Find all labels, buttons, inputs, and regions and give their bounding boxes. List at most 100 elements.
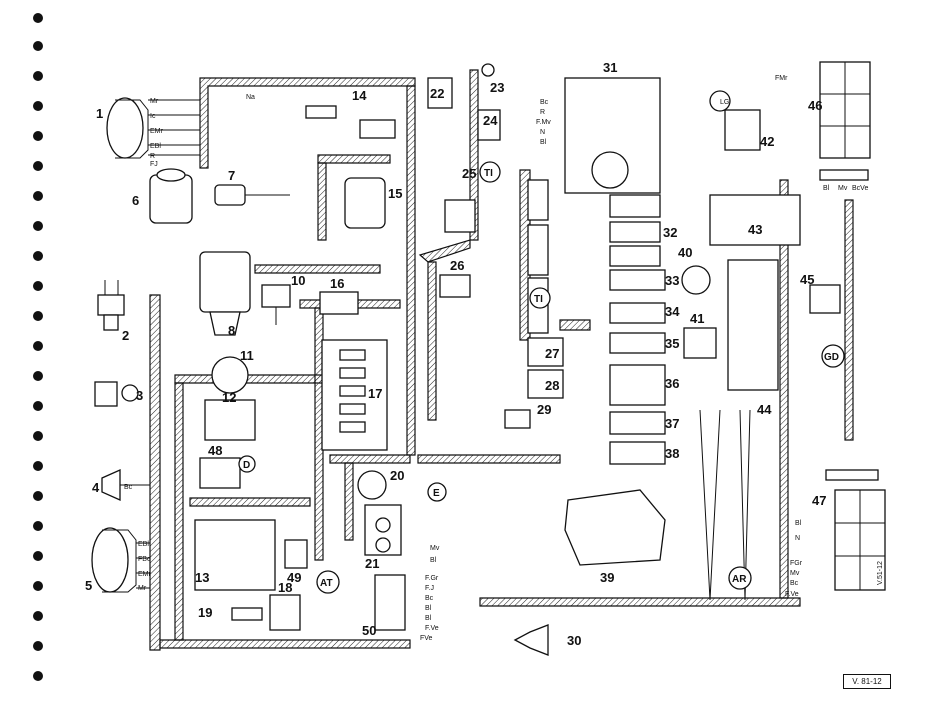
component-21: 21 <box>364 504 402 571</box>
component-7-sender: 7 <box>214 168 290 206</box>
svg-text:18: 18 <box>278 580 292 595</box>
component-16-relay: 16 <box>319 276 359 315</box>
svg-text:R: R <box>150 153 155 160</box>
svg-text:Na: Na <box>246 94 255 101</box>
component-45: 45 <box>800 272 841 314</box>
svg-text:33: 33 <box>665 273 679 288</box>
svg-text:8: 8 <box>228 323 235 338</box>
zone-labels: AT AR GD TI TI E D <box>238 161 845 594</box>
svg-text:Mv: Mv <box>838 185 848 192</box>
connector-six-pin <box>819 169 879 481</box>
reference-code: V. 81-12 <box>843 674 891 689</box>
svg-text:21: 21 <box>365 556 379 571</box>
svg-text:F.J: F.J <box>425 585 434 592</box>
svg-text:FMr: FMr <box>775 75 788 82</box>
component-30-lamp: 30 <box>513 624 581 656</box>
svg-text:R: R <box>540 109 545 116</box>
svg-text:Ic: Ic <box>150 113 156 120</box>
component-5-headlamp: 5 <box>85 527 150 593</box>
component-50: 50 <box>362 574 406 638</box>
svg-text:Bl: Bl <box>540 139 547 146</box>
svg-text:F.Mv: F.Mv <box>536 119 551 126</box>
svg-text:EBl: EBl <box>150 143 161 150</box>
svg-text:Mv: Mv <box>430 545 440 552</box>
svg-text:TI: TI <box>534 294 543 305</box>
svg-text:25: 25 <box>462 166 476 181</box>
rear-harness-taper <box>699 409 751 601</box>
svg-text:34: 34 <box>665 304 680 319</box>
svg-text:4: 4 <box>92 480 100 495</box>
svg-text:Bc: Bc <box>124 484 133 491</box>
svg-text:10: 10 <box>291 273 305 288</box>
svg-text:5: 5 <box>85 578 92 593</box>
svg-text:42: 42 <box>760 134 774 149</box>
svg-text:7: 7 <box>228 168 235 183</box>
svg-text:2: 2 <box>122 328 129 343</box>
svg-text:29: 29 <box>537 402 551 417</box>
svg-text:46: 46 <box>808 98 822 113</box>
harness-main <box>149 69 854 651</box>
svg-text:Bc: Bc <box>425 595 434 602</box>
svg-text:12: 12 <box>222 390 236 405</box>
svg-text:48: 48 <box>208 443 222 458</box>
svg-text:49: 49 <box>287 570 301 585</box>
svg-text:Bl: Bl <box>430 557 437 564</box>
svg-text:11: 11 <box>240 348 254 363</box>
svg-text:45: 45 <box>800 272 814 287</box>
component-18: 18 <box>269 580 301 631</box>
component-39: 39 <box>564 489 666 585</box>
component-12: 12 <box>204 390 256 441</box>
svg-text:27: 27 <box>545 346 559 361</box>
component-29: 29 <box>504 402 551 429</box>
svg-text:BcVe: BcVe <box>852 185 868 192</box>
svg-text:FVe: FVe <box>420 635 433 642</box>
component-31-instrument-panel: 31 <box>564 60 661 194</box>
svg-text:F.Gr: F.Gr <box>425 575 439 582</box>
svg-text:39: 39 <box>600 570 614 585</box>
svg-text:31: 31 <box>603 60 617 75</box>
svg-text:38: 38 <box>665 446 679 461</box>
svg-text:Mr: Mr <box>150 98 159 105</box>
svg-text:FBc: FBc <box>138 556 151 563</box>
component-47-rear-lamp: 47 <box>812 489 886 591</box>
component-11: 11 <box>211 348 254 394</box>
svg-text:EMr: EMr <box>138 571 152 578</box>
svg-text:EBl: EBl <box>138 541 149 548</box>
component-8-starter: 8 <box>199 251 251 338</box>
svg-text:AR: AR <box>732 574 747 585</box>
svg-text:47: 47 <box>812 493 826 508</box>
component-1-headlamp: 1 <box>96 97 200 159</box>
component-48-fusebox: 48 <box>199 443 241 489</box>
svg-text:20: 20 <box>390 468 404 483</box>
svg-text:50: 50 <box>362 623 376 638</box>
component-41: 41 <box>683 311 717 359</box>
component-25-switch: 25 <box>444 166 476 233</box>
svg-text:Mr: Mr <box>138 585 147 592</box>
svg-text:Bl: Bl <box>425 605 432 612</box>
svg-text:17: 17 <box>368 386 382 401</box>
component-6-alternator: 6 <box>132 168 193 224</box>
component-44-rear-screen: 44 <box>727 259 779 417</box>
svg-text:16: 16 <box>330 276 344 291</box>
svg-text:28: 28 <box>545 378 559 393</box>
svg-text:Bl: Bl <box>425 615 432 622</box>
svg-text:30: 30 <box>567 633 581 648</box>
svg-text:44: 44 <box>757 402 772 417</box>
component-14-connector: 14 <box>305 88 396 139</box>
component-20: 20 <box>357 468 404 500</box>
svg-text:43: 43 <box>748 222 762 237</box>
component-49: 49 <box>284 539 308 585</box>
svg-text:22: 22 <box>430 86 444 101</box>
svg-text:F.Ve: F.Ve <box>425 625 439 632</box>
svg-text:FGr: FGr <box>790 560 803 567</box>
svg-text:14: 14 <box>352 88 367 103</box>
svg-text:V.51-12: V.51-12 <box>877 561 884 585</box>
svg-text:15: 15 <box>388 186 402 201</box>
component-42: 42 <box>709 90 774 151</box>
svg-text:35: 35 <box>665 336 679 351</box>
svg-text:Bl: Bl <box>823 185 830 192</box>
svg-text:Bc: Bc <box>540 99 549 106</box>
svg-text:N: N <box>540 129 545 136</box>
svg-text:LG: LG <box>720 99 729 106</box>
